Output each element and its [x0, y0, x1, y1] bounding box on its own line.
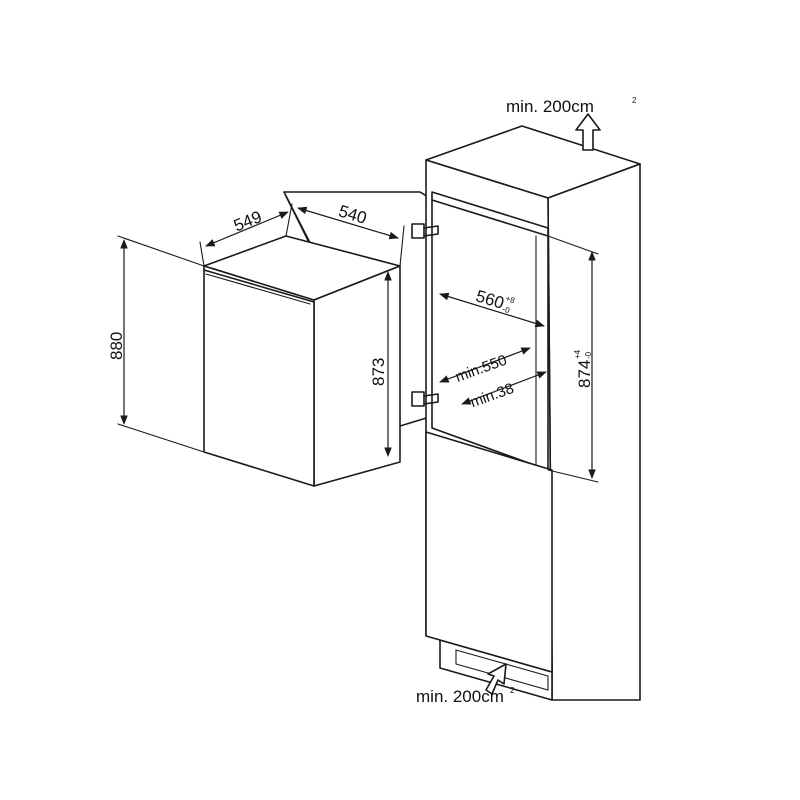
dim-niche-depth-line — [439, 347, 531, 383]
appliance-front — [203, 269, 315, 487]
dim-niche-height-tol-plus: +4 — [573, 349, 582, 359]
dim-depth-label: 549 — [231, 207, 264, 235]
niche-top-edge — [431, 199, 549, 237]
hinge-lower — [411, 391, 439, 407]
dim-depth-line — [205, 211, 289, 247]
niche-opening — [431, 191, 549, 471]
dim-niche-width-tol-minus: -0 — [501, 304, 511, 315]
vent-bottom: min. 200cm 2 — [416, 663, 515, 706]
hinge-upper — [411, 223, 439, 239]
dim-niche-gap-line — [461, 371, 547, 405]
vent-bottom-label-sup: 2 — [510, 686, 515, 695]
vent-top: min. 200cm 2 — [506, 96, 637, 151]
cabinet-plinth-vent — [455, 649, 549, 691]
dim-niche-width-tol-plus: +8 — [505, 294, 517, 305]
dim-height-label: 880 — [107, 332, 126, 360]
dim-niche-height-label: 874 — [575, 360, 594, 388]
dim-depth-ext-a — [199, 241, 205, 267]
dim-niche-width-line — [439, 292, 545, 328]
vent-top-label-sup: 2 — [632, 96, 637, 105]
appliance-top-lip — [211, 267, 301, 297]
dim-niche-height-ext-top — [547, 235, 599, 255]
vent-bottom-arrow-icon — [485, 663, 507, 695]
vent-top-arrow-icon — [575, 113, 601, 151]
dim-width-line — [297, 206, 399, 240]
appliance-front-lip — [205, 273, 311, 305]
dim-niche-height-ext-bottom — [547, 469, 599, 483]
appliance-dimensions: 549 540 880 873 — [107, 201, 405, 457]
dim-width-ext — [399, 225, 405, 267]
dim-niche-height-tol-minus: -0 — [584, 351, 593, 359]
cabinet — [411, 125, 641, 701]
cabinet-lower-door — [425, 431, 553, 673]
vent-bottom-label: min. 200cm — [416, 687, 504, 706]
vent-top-label: min. 200cm — [506, 97, 594, 116]
appliance — [203, 191, 434, 487]
dim-height-ext-bottom — [117, 423, 205, 453]
cabinet-side — [547, 163, 641, 701]
dim-depth-ext-b — [285, 203, 293, 237]
dim-body-height-label: 873 — [369, 358, 388, 386]
dim-height-ext-top — [117, 235, 205, 267]
